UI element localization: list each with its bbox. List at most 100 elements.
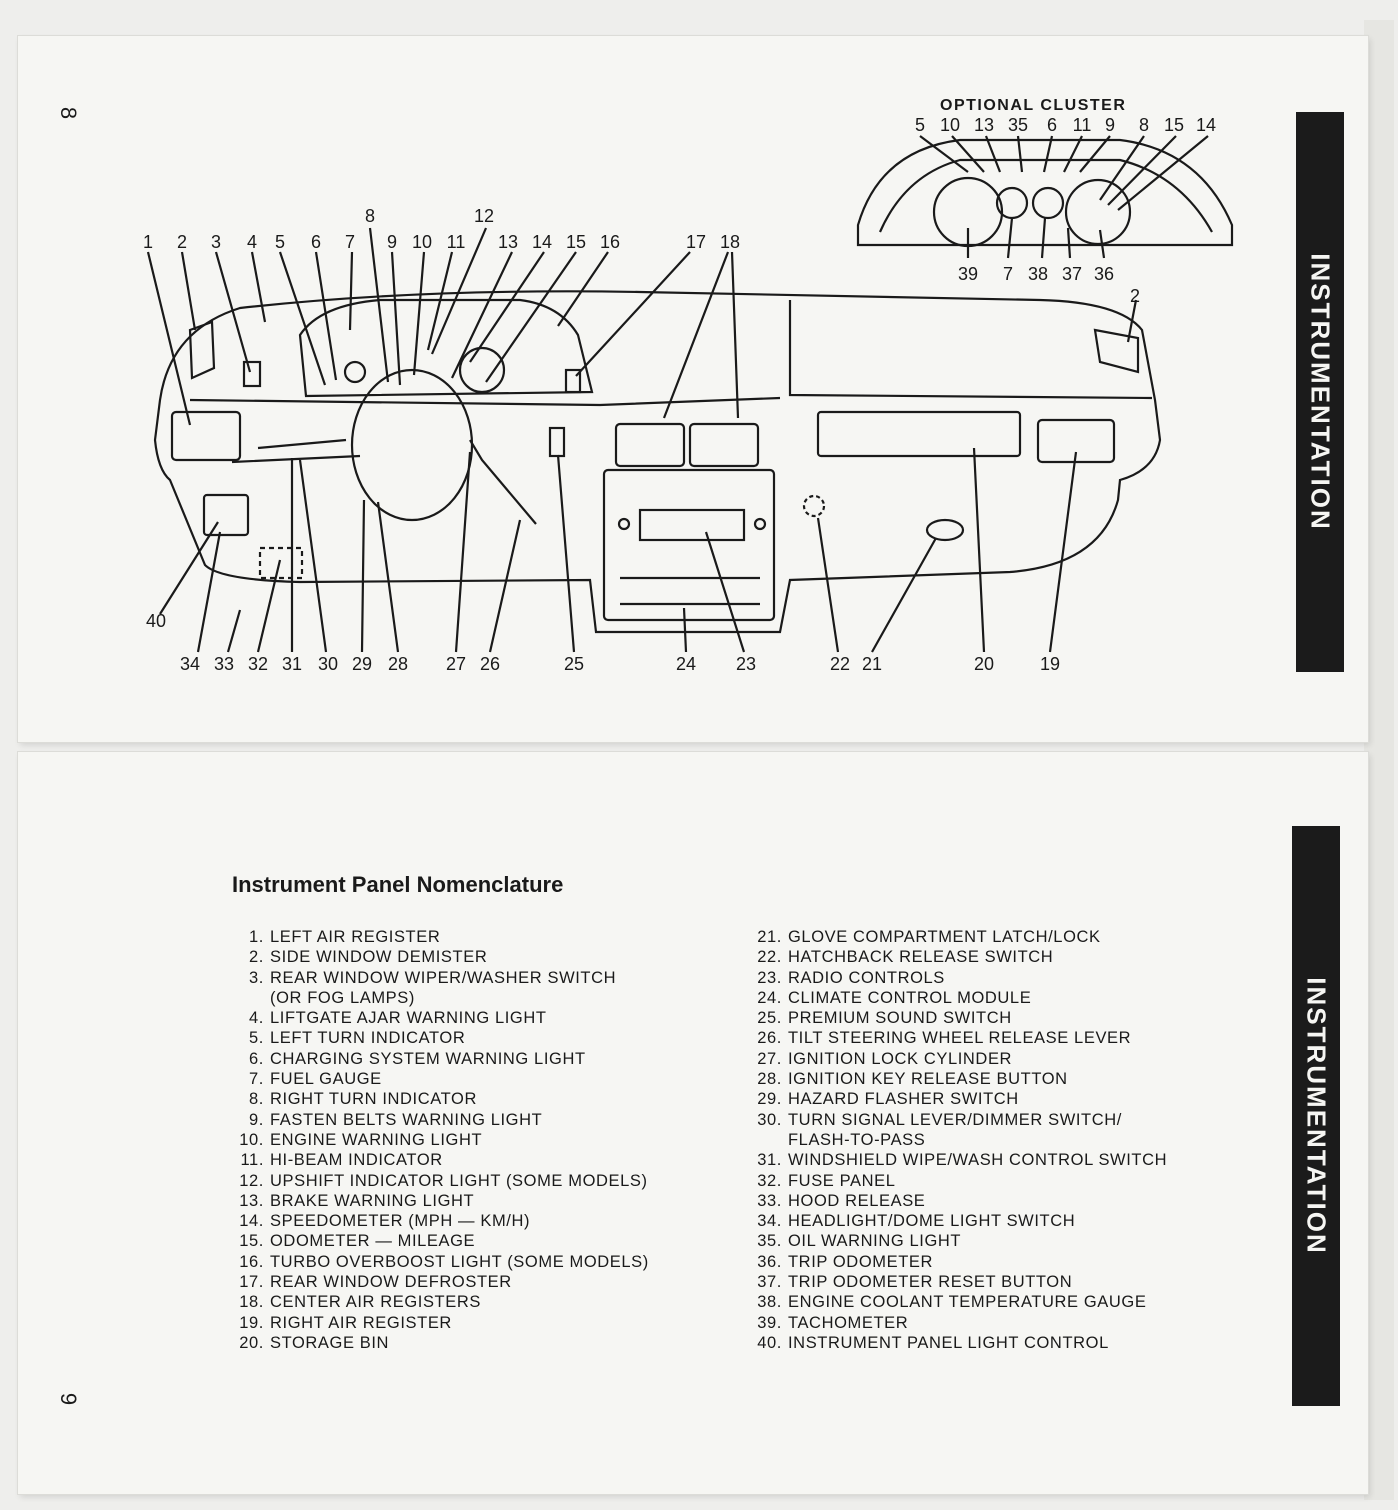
callout-number: 16 (600, 232, 620, 252)
nomenclature-item: 15.ODOMETER — MILEAGE (226, 1231, 686, 1251)
callout-number: 38 (1028, 264, 1048, 284)
item-number (744, 1130, 788, 1150)
callout-number: 13 (498, 232, 518, 252)
callout-number: 12 (474, 206, 494, 226)
item-number: 2. (249, 948, 264, 967)
item-text: TURN SIGNAL LEVER/DIMMER SWITCH/ (788, 1110, 1122, 1129)
nomenclature-item: 29.HAZARD FLASHER SWITCH (744, 1089, 1214, 1109)
nomenclature-item: 5.LEFT TURN INDICATOR (226, 1028, 686, 1048)
nomenclature-item: 18.CENTER AIR REGISTERS (226, 1292, 686, 1312)
callout-number: 20 (974, 654, 994, 674)
nomenclature-list-left: 1. LEFT AIR REGISTER 2. SIDE WINDOW DEMISTE… (226, 927, 686, 1353)
nomenclature-item: 12.UPSHIFT INDICATOR LIGHT (SOME MODELS) (226, 1171, 686, 1191)
item-text: ODOMETER — MILEAGE (270, 1232, 476, 1251)
item-number: 36. (757, 1252, 782, 1271)
item-text: HOOD RELEASE (788, 1191, 926, 1210)
item-text: SIDE WINDOW DEMISTER (270, 948, 488, 967)
item-number: 30. (757, 1110, 782, 1129)
callout-number: 32 (248, 654, 268, 674)
nomenclature-item: 31. WINDSHIELD WIPE/WASH CONTROL SWITCH (744, 1150, 1214, 1170)
nomenclature-item: 8.RIGHT TURN INDICATOR (226, 1089, 686, 1109)
nomenclature-item: 35.OIL WARNING LIGHT (744, 1231, 1214, 1251)
nomenclature-item: 38. ENGINE COOLANT TEMPERATURE GAUGE (744, 1292, 1214, 1312)
callout-number: 10 (412, 232, 432, 252)
top-page (18, 36, 1368, 742)
callout-right-2: 2 (1130, 286, 1140, 306)
callout-number: 7 (345, 232, 355, 252)
callout-number: 1 (143, 232, 153, 252)
item-number: 11. (240, 1151, 264, 1170)
callout-number: 40 (146, 611, 166, 631)
item-text: (OR FOG LAMPS) (270, 988, 415, 1007)
item-number: 40. (757, 1333, 782, 1352)
callout-number: 14 (1196, 115, 1216, 135)
item-number: 27. (757, 1049, 782, 1068)
callout-number: 10 (940, 115, 960, 135)
callout-number: 4 (247, 232, 257, 252)
nomenclature-item: 6.CHARGING SYSTEM WARNING LIGHT (226, 1049, 686, 1069)
item-number: 16. (239, 1252, 264, 1271)
nomenclature-title: Instrument Panel Nomenclature (232, 872, 564, 897)
callout-number: 2 (177, 232, 187, 252)
item-number: 31. (757, 1151, 782, 1170)
item-text: LIFTGATE AJAR WARNING LIGHT (270, 1009, 547, 1028)
item-text: RIGHT TURN INDICATOR (270, 1090, 477, 1109)
item-text: FUEL GAUGE (270, 1070, 382, 1089)
callout-number: 5 (275, 232, 285, 252)
callout-number: 25 (564, 654, 584, 674)
item-number: 37. (757, 1273, 782, 1292)
nomenclature-item: 34.HEADLIGHT/DOME LIGHT SWITCH (744, 1211, 1214, 1231)
item-number: 33. (757, 1191, 782, 1210)
callout-number: 33 (214, 654, 234, 674)
item-number: 13. (239, 1191, 264, 1210)
callout-number: 39 (958, 264, 978, 284)
item-text: CENTER AIR REGISTERS (270, 1293, 481, 1312)
nomenclature-item: 1. LEFT AIR REGISTER (226, 927, 686, 947)
item-text: BRAKE WARNING LIGHT (270, 1191, 475, 1210)
item-text: HAZARD FLASHER SWITCH (788, 1090, 1019, 1109)
item-text: WINDSHIELD WIPE/WASH CONTROL SWITCH (788, 1151, 1168, 1170)
item-text: LEFT AIR REGISTER (270, 928, 441, 946)
callout-number: 8 (1139, 115, 1149, 135)
item-number: 24. (757, 988, 782, 1007)
callout-number: 11 (447, 232, 466, 252)
nomenclature-item: 40.INSTRUMENT PANEL LIGHT CONTROL (744, 1333, 1214, 1353)
callout-number: 6 (1047, 115, 1057, 135)
nomenclature-item: 26.TILT STEERING WHEEL RELEASE LEVER (744, 1028, 1214, 1048)
item-text: REAR WINDOW DEFROSTER (270, 1273, 512, 1292)
item-number: 38. (757, 1293, 782, 1312)
callout-number: 15 (1164, 115, 1184, 135)
nomenclature-item: 24. CLIMATE CONTROL MODULE (744, 988, 1214, 1008)
item-number: 12. (239, 1171, 264, 1190)
bottom-page (18, 752, 1368, 1494)
section-tab-bottom: INSTRUMENTATION (1292, 826, 1340, 1406)
callout-number: 18 (720, 232, 740, 252)
nomenclature-item: 27. IGNITION LOCK CYLINDER (744, 1049, 1214, 1069)
callout-number: 31 (282, 654, 302, 674)
item-text: REAR WINDOW WIPER/WASHER SWITCH (270, 968, 617, 987)
section-tab-top: INSTRUMENTATION (1296, 112, 1344, 672)
callout-number: 30 (318, 654, 338, 674)
nomenclature-item: 7.FUEL GAUGE (226, 1069, 686, 1089)
item-text: IGNITION LOCK CYLINDER (788, 1049, 1013, 1068)
callout-number: 21 (862, 654, 882, 674)
nomenclature-item: 36.TRIP ODOMETER (744, 1252, 1214, 1272)
item-number: 1. (249, 928, 264, 946)
callout-number: 3 (211, 232, 221, 252)
nomenclature-item: 32.FUSE PANEL (744, 1171, 1214, 1191)
callout-number: 14 (532, 232, 552, 252)
nomenclature-item: 11. HI-BEAM INDICATOR (226, 1150, 686, 1170)
nomenclature-item: 39.TACHOMETER (744, 1313, 1214, 1333)
item-text: CLIMATE CONTROL MODULE (788, 988, 1032, 1007)
item-text: ENGINE COOLANT TEMPERATURE GAUGE (788, 1293, 1147, 1312)
item-text: TILT STEERING WHEEL RELEASE LEVER (788, 1029, 1132, 1048)
item-text: HI-BEAM INDICATOR (270, 1151, 443, 1170)
nomenclature-item: 4.LIFTGATE AJAR WARNING LIGHT (226, 1008, 686, 1028)
nomenclature-item: 37.TRIP ODOMETER RESET BUTTON (744, 1272, 1214, 1292)
item-text: RIGHT AIR REGISTER (270, 1313, 452, 1332)
nomenclature-item: 28.IGNITION KEY RELEASE BUTTON (744, 1069, 1214, 1089)
nomenclature-item: 16. TURBO OVERBOOST LIGHT (SOME MODELS) (226, 1252, 686, 1272)
callout-number: 6 (311, 232, 321, 252)
nomenclature-item: (OR FOG LAMPS) (226, 988, 686, 1008)
item-text: TURBO OVERBOOST LIGHT (SOME MODELS) (270, 1252, 649, 1271)
